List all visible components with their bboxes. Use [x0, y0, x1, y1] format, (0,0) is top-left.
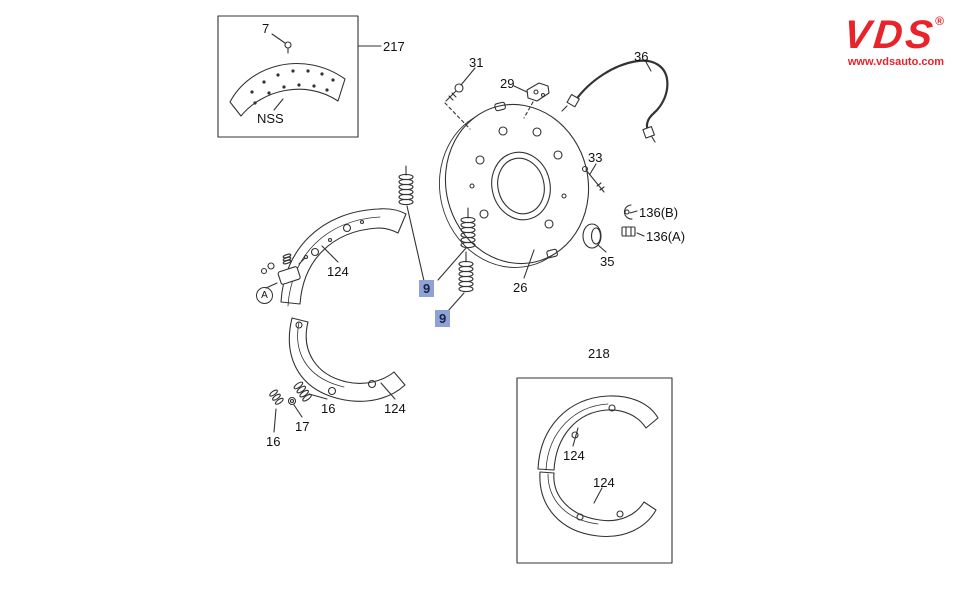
part-label-26: 26 — [513, 280, 528, 295]
part-label-36: 36 — [634, 49, 649, 64]
leader-16-left — [273, 408, 277, 433]
vds-website-text: www.vdsauto.com — [847, 56, 944, 68]
part-label-9-highlighted-1[interactable]: 9 — [419, 280, 435, 297]
part-label-124-lower: 124 — [384, 401, 406, 416]
wheel-cylinder-drawing — [260, 253, 309, 289]
part-label-124-box-lower: 124 — [593, 475, 615, 490]
part-label-217: 217 — [383, 39, 405, 54]
part-label-136a: 136(A) — [646, 229, 686, 244]
part-label-17: 17 — [295, 419, 310, 434]
bolt-31-drawing — [444, 67, 476, 130]
return-spring-1-drawing — [398, 165, 414, 206]
leader-136b — [629, 210, 638, 214]
part-label-16-right: 16 — [321, 401, 336, 416]
part-label-218: 218 — [588, 346, 610, 361]
part-label-136b: 136(B) — [639, 205, 679, 220]
leader-16-right — [308, 393, 328, 400]
leader-7 — [271, 33, 286, 44]
leader-9-second — [447, 292, 465, 312]
clip-136b-drawing — [623, 204, 638, 220]
leader-9-first-a — [406, 205, 425, 282]
part-label-29: 29 — [500, 76, 515, 91]
leader-31 — [460, 67, 476, 86]
leader-124-upper — [321, 245, 339, 263]
part-label-9-highlighted-2[interactable]: 9 — [435, 310, 451, 327]
lower-brake-shoe-drawing — [288, 317, 406, 402]
assembly-ref-a: A — [256, 287, 273, 304]
leader-29 — [513, 85, 528, 93]
leader-33 — [589, 163, 597, 175]
part-label-31: 31 — [469, 55, 484, 70]
spring-cup-17-drawing — [287, 396, 297, 406]
vds-logo: VDS® www.vdsauto.com — [841, 13, 944, 68]
part-label-35: 35 — [600, 254, 615, 269]
leader-35 — [597, 244, 607, 253]
leader-nss — [273, 98, 284, 111]
box218-lower-shoe-drawing — [539, 471, 657, 538]
leader-124-box-lower — [593, 487, 603, 504]
part-label-33: 33 — [588, 150, 603, 165]
bracket-29-drawing — [513, 82, 550, 119]
leader-36 — [645, 61, 652, 72]
leader-17 — [293, 404, 303, 418]
part-label-nss: NSS — [257, 111, 284, 126]
leader-9-first-b — [437, 247, 467, 281]
leader-26 — [523, 249, 535, 279]
part-label-124-box-upper: 124 — [563, 448, 585, 463]
leader-136a — [636, 232, 645, 237]
leader-124-lower — [380, 382, 396, 400]
return-spring-3-drawing — [458, 251, 474, 293]
registered-mark: ® — [935, 14, 944, 28]
rivet-drawing — [284, 41, 292, 54]
inset-box-217 — [217, 15, 382, 138]
hold-down-spring-left-drawing — [269, 389, 284, 405]
brake-lining-drawing — [229, 62, 346, 117]
part-label-7: 7 — [262, 21, 270, 36]
brake-pipe-drawing — [561, 59, 669, 143]
clip-136a-drawing — [621, 226, 645, 237]
leader-124-box-upper — [572, 427, 579, 447]
upper-brake-shoe-drawing — [280, 208, 407, 307]
hold-down-spring-right-drawing — [293, 381, 312, 402]
return-spring-2-drawing — [460, 207, 476, 249]
vds-logo-text: VDS — [841, 13, 938, 57]
part-label-16-left: 16 — [266, 434, 281, 449]
part-label-124-upper: 124 — [327, 264, 349, 279]
pin-33-drawing — [581, 163, 605, 193]
inset-box-218 — [516, 377, 673, 564]
backing-plate-drawing — [438, 101, 590, 279]
grommet-35-drawing — [582, 223, 607, 253]
